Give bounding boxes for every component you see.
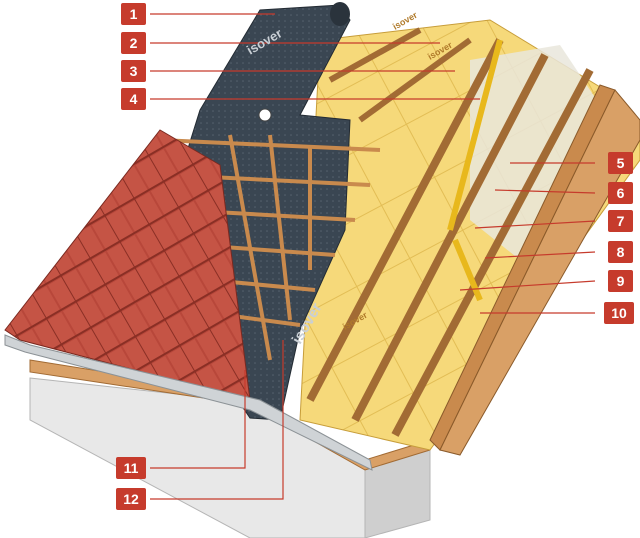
roof-tiles: [4, 129, 251, 401]
callout-5: 5: [608, 152, 633, 174]
callout-10: 10: [604, 302, 634, 324]
callout-2: 2: [121, 32, 146, 54]
callout-8: 8: [608, 241, 633, 263]
leader-lines: [150, 13, 596, 500]
rafters: [306, 27, 594, 437]
callout-12: 12: [116, 488, 146, 510]
callout-7: 7: [608, 210, 633, 232]
callout-9: 9: [608, 270, 633, 292]
gutter: [4, 334, 373, 471]
callout-3: 3: [121, 60, 146, 82]
callout-6: 6: [608, 182, 633, 204]
yellow-battens: [447, 39, 503, 302]
callout-1: 1: [121, 3, 146, 25]
callout-11: 11: [116, 457, 146, 479]
callout-4: 4: [121, 88, 146, 110]
fascia: [439, 89, 640, 456]
